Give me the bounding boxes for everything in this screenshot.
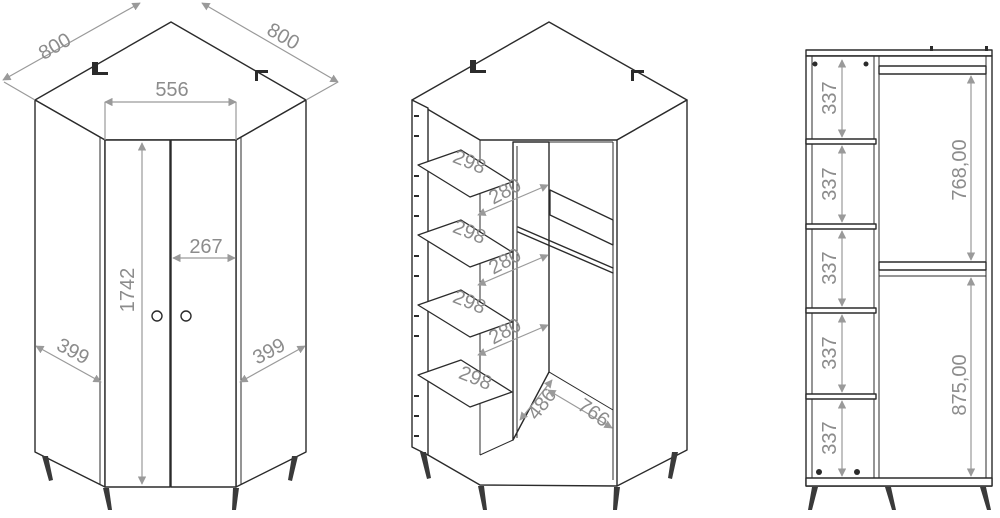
dim-depth-right: 800 [263, 19, 303, 55]
front-leg [103, 488, 112, 510]
open-shelf [417, 359, 513, 408]
right-door-knob [180, 310, 192, 322]
side-rail-lower [878, 261, 987, 271]
dim-compartment: 337 [819, 81, 841, 114]
side-shelf [805, 138, 877, 145]
left-door-knob [151, 310, 163, 322]
side-leg [808, 487, 818, 510]
open-left-panel [411, 99, 429, 456]
upper-rail [549, 189, 614, 246]
front-right-panel [235, 99, 307, 488]
side-plinth [805, 477, 993, 487]
dim-compartment: 337 [819, 421, 841, 454]
dim-upper-hanging: 768,00 [949, 139, 971, 200]
open-leg [420, 452, 431, 479]
side-rail-upper [878, 65, 987, 75]
front-leg [232, 488, 239, 510]
side-top [805, 49, 993, 57]
front-leg [42, 456, 53, 481]
shelf-pin-row [414, 115, 419, 437]
open-leg [668, 452, 678, 479]
side-frame [805, 55, 993, 487]
dim-compartment: 337 [819, 251, 841, 284]
dim-lower-hanging: 875,00 [949, 354, 971, 415]
open-top-face [411, 21, 688, 141]
dim-depth-left: 800 [35, 29, 75, 65]
open-view: 298 298 298 298 280 280 280 486 766 [411, 21, 688, 510]
open-leg [613, 487, 620, 510]
open-leg [478, 486, 487, 510]
front-left-panel [34, 99, 106, 488]
dim-door-leaf-width: 267 [189, 236, 222, 258]
front-leg [288, 456, 298, 481]
side-leg [885, 487, 896, 510]
dim-height: 1742 [117, 268, 139, 313]
dim-compartment: 337 [819, 336, 841, 369]
front-view: 800 800 556 1742 267 399 399 [2, 2, 339, 510]
wall-bracket-icon [631, 70, 644, 81]
open-right-panel [616, 99, 688, 487]
side-shelf [805, 223, 877, 230]
wall-bracket-icon [470, 60, 486, 73]
dim-compartment: 337 [819, 167, 841, 200]
front-left-door [104, 139, 171, 488]
dim-bottom-right: 766 [573, 395, 613, 432]
front-right-door [170, 139, 237, 488]
side-view: 337 337 337 337 337 768,00 875,00 [805, 46, 993, 510]
side-shelf [805, 307, 877, 314]
side-leg [980, 487, 991, 510]
dim-door-width: 556 [155, 79, 188, 101]
side-shelf [805, 393, 877, 400]
